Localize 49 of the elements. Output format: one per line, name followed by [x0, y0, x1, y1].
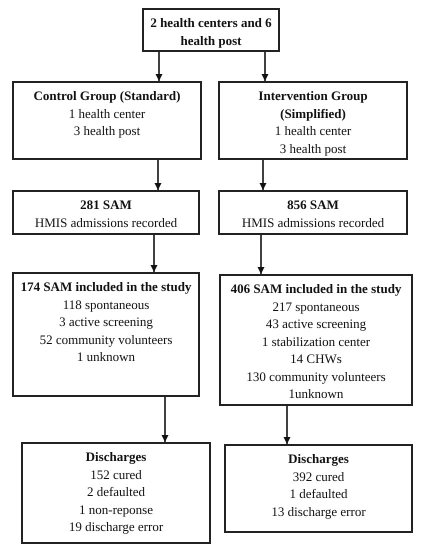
flow-box: [224, 444, 413, 533]
box-heading: 406 SAM included in the study: [230, 280, 402, 298]
arrow: [262, 52, 268, 81]
arrow: [260, 160, 266, 190]
flow-box: [219, 274, 413, 406]
arrow: [154, 160, 162, 190]
box-text: HMIS admissions recorded: [34, 214, 178, 231]
flow-box: [142, 8, 280, 52]
flow-box: [21, 442, 211, 544]
box-text: 1 defaulted: [289, 485, 348, 502]
box-text: 2 defaulted: [86, 483, 146, 500]
arrow: [284, 406, 290, 444]
box-text: 1 stabilization center: [262, 332, 370, 350]
box-text: 1 health center: [68, 104, 146, 122]
box-text: 13 discharge error: [271, 502, 366, 520]
box-text: HMIS admissions recorded: [242, 214, 384, 231]
box-heading: 856 SAM: [287, 196, 339, 214]
arrow: [162, 397, 168, 442]
arrow: [156, 52, 162, 81]
arrow: [258, 235, 264, 274]
box-heading: Control Group (Standard): [34, 87, 180, 104]
box-text: 19 discharge error: [68, 518, 164, 536]
box-text: 14 CHWs: [290, 350, 342, 368]
flow-box: [12, 190, 200, 235]
flow-box: [12, 272, 200, 397]
box-text: 1 health center: [274, 122, 352, 140]
flow-box: [218, 190, 408, 235]
flow-box: [12, 81, 202, 160]
box-text: 217 spontaneous: [272, 298, 360, 315]
box-heading: Discharges: [86, 448, 146, 466]
box-text: 3 health post: [74, 122, 140, 140]
box-text: 1unknown: [288, 385, 344, 402]
box-text: 3 active screening: [59, 313, 153, 330]
box-heading: 2 health centers and 6 health post: [149, 14, 273, 49]
box-heading: 281 SAM: [80, 196, 132, 214]
box-text: 3 health post: [280, 140, 346, 157]
box-text: 130 community volunteers: [246, 368, 386, 385]
box-heading: 174 SAM included in the study: [20, 278, 192, 296]
box-text: 43 active screening: [266, 315, 366, 332]
flow-box: [218, 81, 408, 160]
arrow: [150, 235, 158, 272]
box-text: 152 cured: [90, 466, 142, 483]
box-text: 118 spontaneous: [62, 296, 150, 313]
box-text: 392 cured: [292, 468, 344, 485]
box-text: 52 community volunteers: [40, 330, 172, 348]
box-text: 1 unknown: [76, 348, 136, 366]
box-heading: Discharges: [288, 450, 349, 468]
box-text: 1 non-reponse: [78, 500, 153, 518]
box-heading: Intervention Group (Simplified): [257, 87, 369, 122]
